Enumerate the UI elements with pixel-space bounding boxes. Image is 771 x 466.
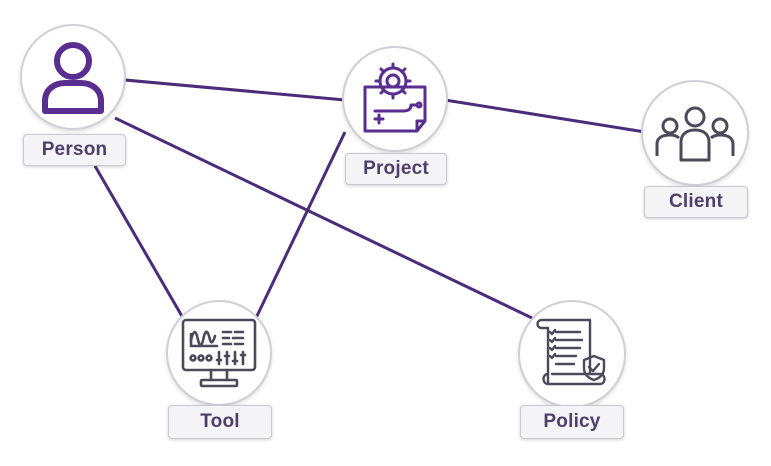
monitor-tool-icon — [181, 318, 257, 388]
policy-document-icon — [536, 318, 606, 386]
edge-project-client — [444, 98, 646, 134]
edge-person-tool — [93, 165, 185, 319]
person-icon — [42, 42, 104, 114]
edge-person-policy — [114, 116, 533, 320]
client-group-icon — [655, 106, 735, 162]
person-circle[interactable] — [20, 24, 126, 130]
policy-circle[interactable] — [518, 300, 626, 408]
project-blueprint-icon — [363, 62, 427, 133]
node-label: Policy — [520, 405, 624, 439]
edge-project-tool — [254, 131, 347, 319]
tool-circle[interactable] — [166, 300, 272, 406]
node-label: Tool — [168, 405, 272, 439]
client-circle[interactable] — [641, 80, 749, 186]
node-label: Client — [644, 186, 748, 218]
project-circle[interactable] — [342, 46, 448, 152]
edge-person-project — [124, 78, 346, 102]
node-label: Project — [345, 153, 447, 185]
node-label: Person — [23, 134, 126, 166]
